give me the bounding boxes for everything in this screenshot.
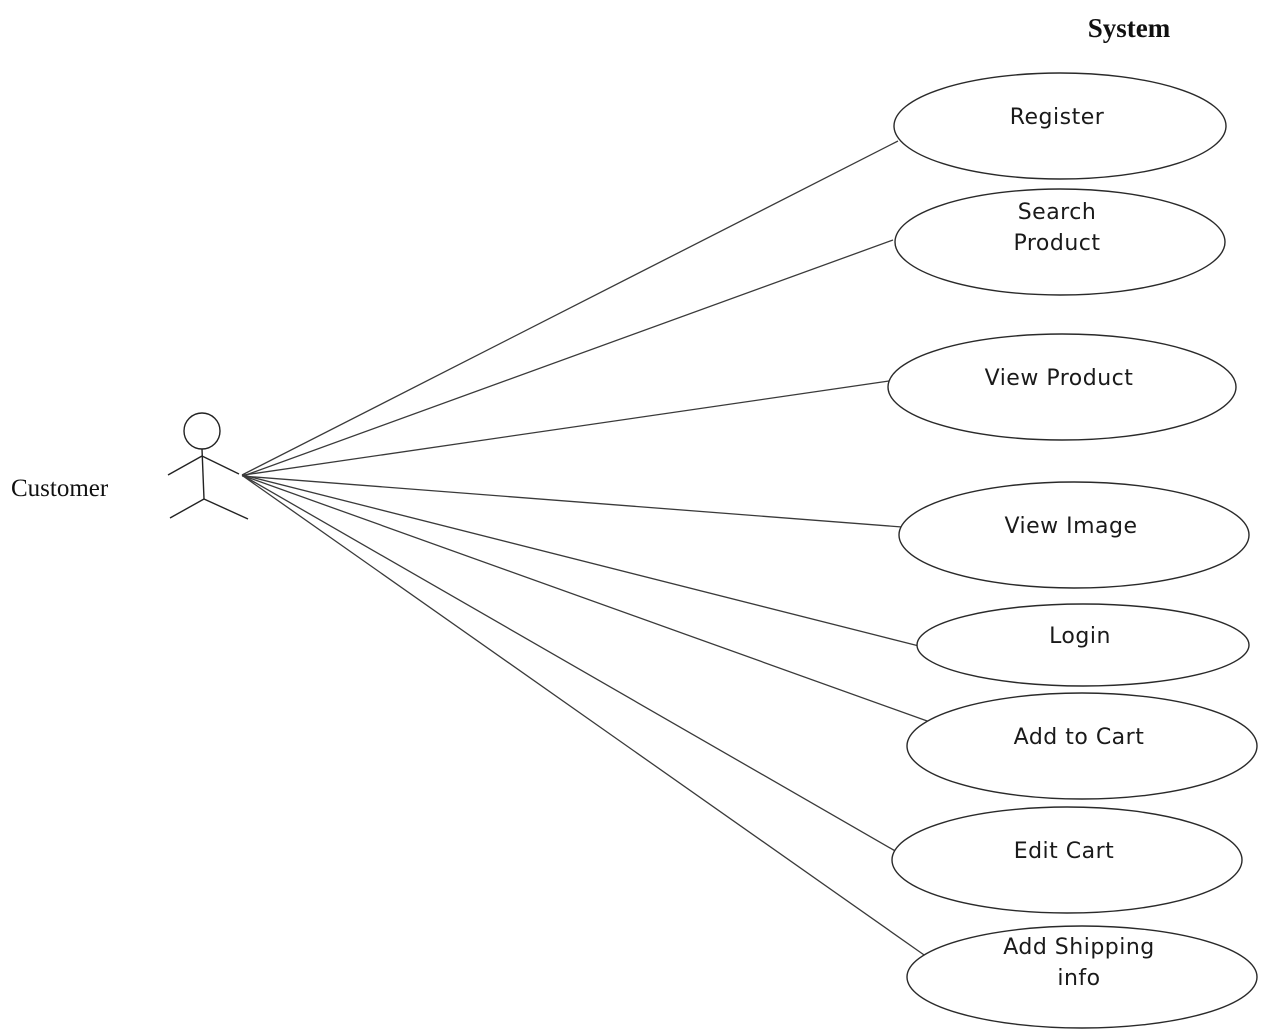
actor-right-leg bbox=[203, 498, 249, 520]
use-case-ellipse bbox=[906, 692, 1258, 800]
use-case: Login bbox=[916, 603, 1250, 687]
actor-body bbox=[201, 448, 205, 500]
system-title: System bbox=[1088, 13, 1171, 43]
use-case-ellipse bbox=[916, 603, 1250, 687]
association-line bbox=[243, 380, 890, 476]
actor-customer: Customer bbox=[11, 412, 249, 520]
use-case: Add Shipping info bbox=[906, 925, 1258, 1029]
association-line bbox=[241, 140, 899, 476]
actor-label: Customer bbox=[11, 475, 109, 502]
use-case: View Image bbox=[898, 481, 1250, 589]
use-case-label: Add to Cart bbox=[1014, 725, 1145, 750]
association-line bbox=[241, 475, 903, 528]
use-case-label: info bbox=[1057, 966, 1100, 991]
actor-left-leg bbox=[169, 498, 205, 519]
use-case-label: Search bbox=[1018, 200, 1097, 225]
use-case-label: Add Shipping bbox=[1003, 935, 1155, 960]
use-case-label: Login bbox=[1049, 624, 1111, 649]
use-case-label: Edit Cart bbox=[1014, 839, 1115, 864]
associations bbox=[241, 140, 931, 958]
use-case: Edit Cart bbox=[891, 806, 1243, 914]
use-case: View Product bbox=[887, 333, 1237, 441]
association-line bbox=[241, 474, 898, 853]
association-line bbox=[242, 475, 928, 958]
use-case-ellipse bbox=[906, 925, 1258, 1029]
use-case-ellipse bbox=[891, 806, 1243, 914]
use-case-ellipse bbox=[893, 72, 1227, 180]
use-case-ellipse bbox=[894, 188, 1226, 296]
actor-left-arm bbox=[167, 455, 203, 476]
actor-head bbox=[183, 412, 221, 450]
use-case-label: Register bbox=[1010, 105, 1105, 130]
actor-right-arm bbox=[201, 455, 240, 475]
use-case-label: View Product bbox=[985, 366, 1134, 391]
association-line bbox=[243, 475, 931, 723]
association-line bbox=[242, 474, 920, 647]
use-case-ellipse bbox=[898, 481, 1250, 589]
association-line bbox=[242, 239, 894, 477]
use-case-ellipse bbox=[887, 333, 1237, 441]
use-case: Add to Cart bbox=[906, 692, 1258, 800]
use-case: Register bbox=[893, 72, 1227, 180]
use-case-label: View Image bbox=[1004, 514, 1137, 539]
use-case-label: Product bbox=[1013, 231, 1100, 256]
